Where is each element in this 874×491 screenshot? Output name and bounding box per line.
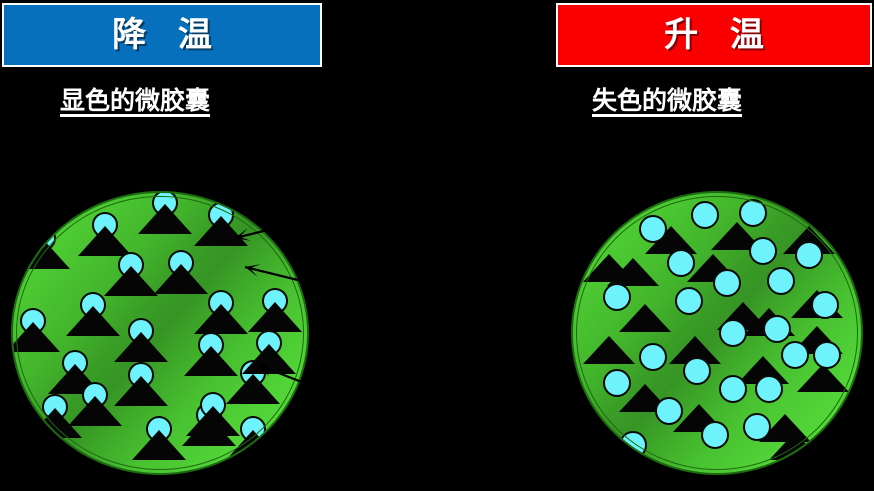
banner-cooling: 降 温: [2, 3, 322, 67]
banner-heating: 升 温: [556, 3, 872, 67]
triangle-particle: [132, 427, 186, 460]
banner-cooling-label: 降 温: [112, 15, 222, 55]
triangle-particle: [194, 301, 248, 334]
triangle-particle: [13, 319, 60, 352]
circle-particle: [795, 241, 823, 269]
triangle-particle: [194, 213, 248, 246]
banner-heating-label: 升 温: [664, 15, 774, 55]
capsule-decolored: [571, 191, 863, 475]
triangle-particle: [104, 263, 158, 296]
caption-decolored-microcapsule: 失色的微胶囊: [592, 86, 743, 115]
circle-particle: [619, 431, 647, 459]
triangle-particle: [583, 251, 635, 282]
circle-particle: [667, 249, 695, 277]
circle-particle: [749, 237, 777, 265]
triangle-particle: [184, 343, 238, 376]
circle-particle: [763, 315, 791, 343]
triangle-particle: [66, 303, 120, 336]
circle-particle: [755, 375, 783, 403]
circle-particle: [639, 343, 667, 371]
circle-particle: [767, 267, 795, 295]
circle-particle: [713, 269, 741, 297]
triangle-particle: [78, 223, 132, 256]
circle-particle: [655, 397, 683, 425]
circle-particle: [639, 215, 667, 243]
triangle-particle: [16, 236, 70, 269]
circle-particle: [675, 287, 703, 315]
triangle-particle: [28, 405, 82, 438]
triangle-particle: [619, 301, 671, 332]
circle-particle: [813, 341, 841, 369]
circle-particle: [603, 283, 631, 311]
triangle-particle: [226, 371, 280, 404]
triangle-particle: [114, 373, 168, 406]
triangle-particle: [226, 427, 280, 460]
triangle-particle: [154, 261, 208, 294]
circle-particle: [781, 341, 809, 369]
circle-particle: [719, 375, 747, 403]
circle-particle: [811, 291, 839, 319]
circle-particle: [691, 201, 719, 229]
circle-particle: [743, 413, 771, 441]
triangle-particle: [583, 333, 635, 364]
circle-particle: [603, 369, 631, 397]
circle-particle: [719, 319, 747, 347]
circle-particle: [739, 199, 767, 227]
triangle-particle: [242, 341, 296, 374]
triangle-particle: [114, 329, 168, 362]
circle-particle: [683, 357, 711, 385]
triangle-particle: [248, 299, 302, 332]
triangle-particle: [138, 201, 192, 234]
capsule-colored: [11, 191, 309, 475]
caption-colored-microcapsule: 显色的微胶囊: [60, 86, 211, 115]
circle-particle: [701, 421, 729, 449]
triangle-particle: [769, 429, 821, 460]
